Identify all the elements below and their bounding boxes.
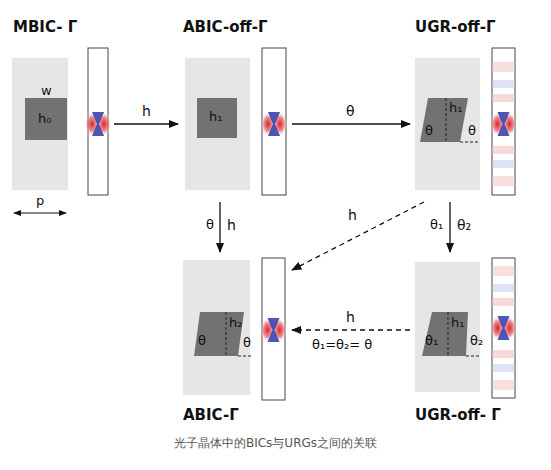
transition-arrow [114,123,178,124]
arrow-label: h [142,104,151,119]
state-panel: ABIC-Γ [178,252,292,428]
transition-arrow [449,202,450,252]
symbol-label: θ [468,124,476,138]
symbol-label: θ [425,124,433,138]
state-title: ABIC-Γ [183,406,239,424]
caption: 光子晶体中的BICs与URGs之间的关联 [0,435,551,452]
arrow-label: h [346,310,355,325]
symbol-label: w [41,84,52,98]
transition-arrow [292,329,410,330]
symbol-label: θ [198,334,206,348]
state-panel: MBIC- Γ [8,12,114,218]
arrow-label: h [227,218,236,233]
symbol-label: p [36,194,44,208]
arrow-label: θ₂ [457,218,471,233]
transition-arrow [219,202,220,252]
symbol-label: h₂ [229,316,242,330]
symbol-label: h₁ [451,316,464,330]
arrow-label: h [348,208,357,223]
state-title: UGR-off-Γ [415,18,496,36]
symbol-label: θ₂ [470,334,483,348]
symbol-label: θ [243,336,251,350]
arrow-label: θ [346,104,355,119]
transition-arrow [292,123,410,124]
state-title: MBIC- Γ [13,18,77,36]
symbol-label: θ [206,218,214,232]
symbol-label: h₁ [449,101,462,115]
symbol-label: θ₁ [425,334,438,348]
transition-arrow [292,202,424,270]
state-title: ABIC-off-Γ [183,18,267,36]
symbol-label: θ₁=θ₂= θ [312,338,372,352]
state-panel: ABIC-off-Γ [178,12,292,202]
symbol-label: h₀ [38,112,51,126]
state-title: UGR-off- Γ [415,406,501,424]
symbol-label: θ₁ [430,218,443,232]
state-panel: UGR-off-Γ [410,12,522,202]
symbol-label: h₁ [209,110,222,124]
